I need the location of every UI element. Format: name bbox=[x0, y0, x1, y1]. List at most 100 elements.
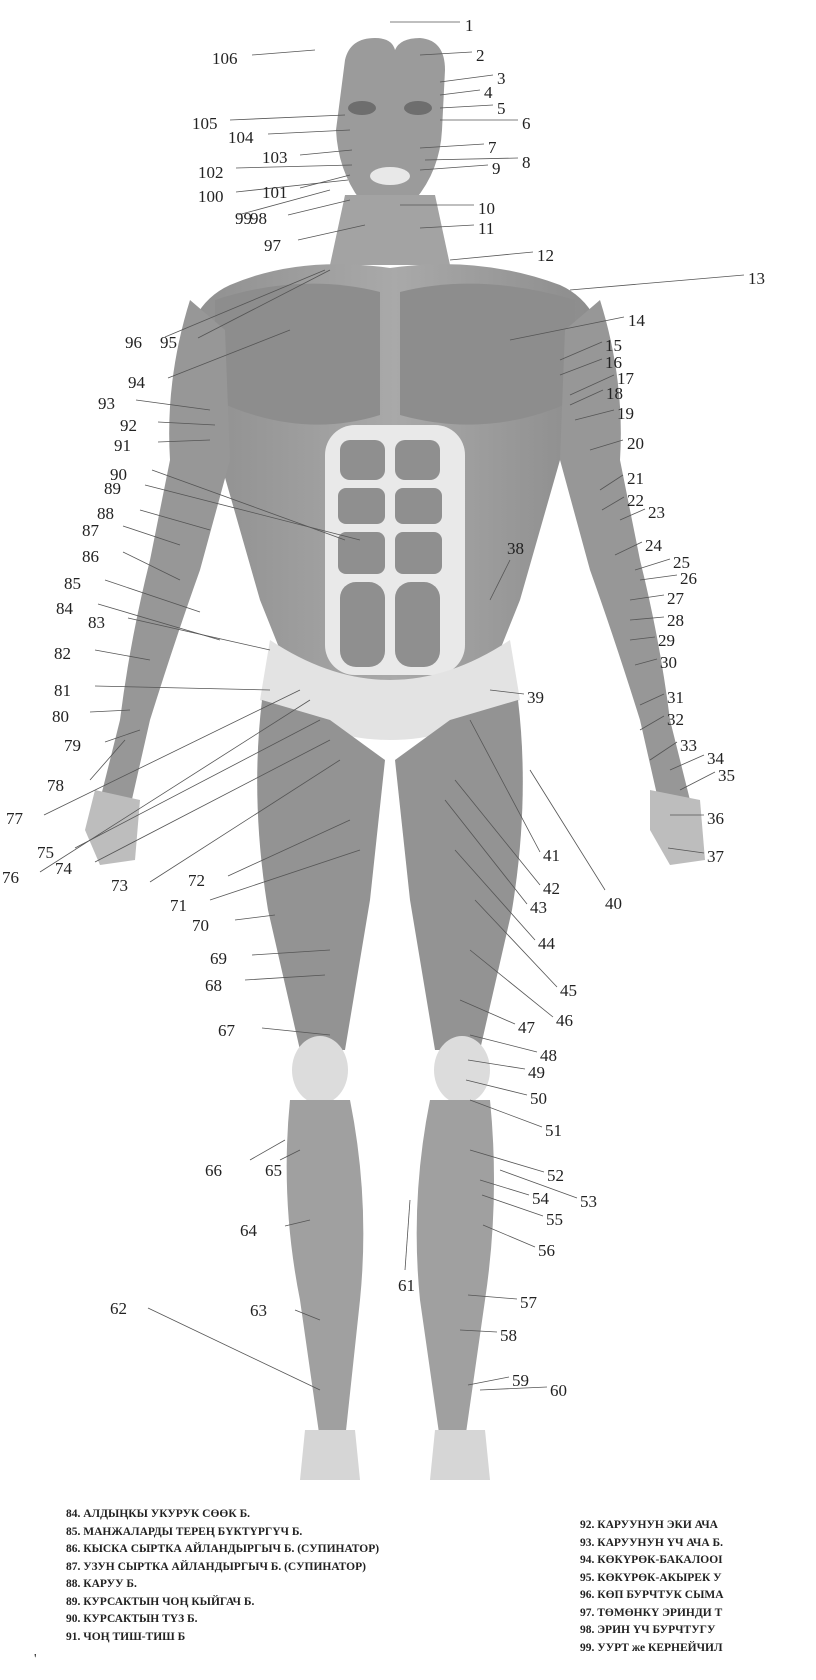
leader-line bbox=[440, 105, 493, 108]
label-number: 82 bbox=[54, 644, 71, 663]
stray-mark: ' bbox=[34, 1652, 37, 1668]
label-number: 12 bbox=[537, 246, 554, 265]
label-number: 74 bbox=[55, 859, 73, 878]
label-number: 23 bbox=[648, 503, 665, 522]
leader-line bbox=[440, 75, 493, 82]
label-number: 62 bbox=[110, 1299, 127, 1318]
legend-entry: 99. УУРТ же КЕРНЕЙЧИЛ bbox=[580, 1640, 724, 1658]
pectoral-right bbox=[400, 284, 575, 425]
neck bbox=[330, 195, 450, 265]
label-number: 47 bbox=[518, 1018, 536, 1037]
legend-entry: 85. МАНЖАЛАРДЫ ТЕРЕҢ БҮКТҮРГҮЧ Б. bbox=[66, 1524, 379, 1542]
legend-entry: 92. КАРУУНУН ЭКИ АЧА bbox=[580, 1517, 724, 1535]
legend-entry: 97. ТӨМӨНКҮ ЭРИНДИ Т bbox=[580, 1605, 724, 1623]
label-number: 93 bbox=[98, 394, 115, 413]
leader-line bbox=[148, 1308, 320, 1390]
label-number: 41 bbox=[543, 846, 560, 865]
label-number: 88 bbox=[97, 504, 114, 523]
label-number: 56 bbox=[538, 1241, 555, 1260]
label-number: 100 bbox=[198, 187, 224, 206]
label-number: 87 bbox=[82, 521, 100, 540]
label-number: 42 bbox=[543, 879, 560, 898]
leader-line bbox=[450, 252, 533, 260]
label-number: 44 bbox=[538, 934, 556, 953]
head bbox=[336, 38, 445, 215]
label-number: 86 bbox=[82, 547, 99, 566]
label-number: 40 bbox=[605, 894, 622, 913]
legend-right-column: 92. КАРУУНУН ЭКИ АЧА93. КАРУУНУН ҮЧ АЧА … bbox=[580, 1517, 724, 1657]
label-number: 85 bbox=[64, 574, 81, 593]
label-number: 61 bbox=[398, 1276, 415, 1295]
leader-line bbox=[640, 575, 677, 580]
legend-entry: 94. КӨКҮРӨК-БАКАЛООІ bbox=[580, 1552, 724, 1570]
label-number: 50 bbox=[530, 1089, 547, 1108]
label-number: 53 bbox=[580, 1192, 597, 1211]
label-number: 96 bbox=[125, 333, 142, 352]
label-number: 21 bbox=[627, 469, 644, 488]
label-number: 91 bbox=[114, 436, 131, 455]
label-number: 99 bbox=[235, 209, 252, 228]
label-number: 75 bbox=[37, 843, 54, 862]
label-number: 9 bbox=[492, 159, 501, 178]
label-number: 11 bbox=[478, 219, 494, 238]
legend-entry: 88. КАРУУ Б. bbox=[66, 1576, 379, 1594]
leader-line bbox=[530, 770, 605, 890]
label-number: 18 bbox=[606, 384, 623, 403]
muscle-body-illustration bbox=[85, 38, 705, 1480]
leader-line bbox=[250, 1140, 285, 1160]
label-number: 51 bbox=[545, 1121, 562, 1140]
label-number: 65 bbox=[265, 1161, 282, 1180]
label-number: 7 bbox=[488, 138, 497, 157]
label-number: 92 bbox=[120, 416, 137, 435]
label-number: 37 bbox=[707, 847, 725, 866]
label-number: 49 bbox=[528, 1063, 545, 1082]
label-number: 20 bbox=[627, 434, 644, 453]
label-number: 4 bbox=[484, 83, 493, 102]
leader-line bbox=[236, 180, 348, 192]
hand-left bbox=[85, 790, 140, 865]
label-number: 101 bbox=[262, 183, 288, 202]
knee-right bbox=[434, 1036, 490, 1104]
label-number: 39 bbox=[527, 688, 544, 707]
label-number: 68 bbox=[205, 976, 222, 995]
label-number: 45 bbox=[560, 981, 577, 1000]
label-number: 29 bbox=[658, 631, 675, 650]
label-number: 78 bbox=[47, 776, 64, 795]
label-number: 5 bbox=[497, 99, 506, 118]
label-number: 79 bbox=[64, 736, 81, 755]
label-number: 13 bbox=[748, 269, 765, 288]
label-number: 24 bbox=[645, 536, 663, 555]
leader-line bbox=[425, 158, 518, 160]
label-number: 8 bbox=[522, 153, 531, 172]
label-number: 57 bbox=[520, 1293, 538, 1312]
leader-line bbox=[288, 200, 350, 215]
thigh-left bbox=[257, 700, 385, 1050]
legend-entry: 93. КАРУУНУН ҮЧ АЧА Б. bbox=[580, 1535, 724, 1553]
legend-entry: 86. КЫСКА СЫРТКА АЙЛАНДЫРГЫЧ Б. (СУПИНАТ… bbox=[66, 1541, 379, 1559]
label-number: 38 bbox=[507, 539, 524, 558]
anatomy-figure: 1234567891011121314151617181920212223242… bbox=[0, 0, 816, 1510]
label-number: 102 bbox=[198, 163, 224, 182]
label-number: 80 bbox=[52, 707, 69, 726]
label-number: 30 bbox=[660, 653, 677, 672]
label-number: 83 bbox=[88, 613, 105, 632]
label-number: 3 bbox=[497, 69, 506, 88]
leader-line bbox=[95, 686, 270, 690]
label-number: 95 bbox=[160, 333, 177, 352]
leader-line bbox=[570, 275, 744, 290]
label-number: 60 bbox=[550, 1381, 567, 1400]
label-number: 69 bbox=[210, 949, 227, 968]
label-number: 27 bbox=[667, 589, 685, 608]
label-number: 6 bbox=[522, 114, 531, 133]
label-number: 26 bbox=[680, 569, 697, 588]
label-number: 1 bbox=[465, 16, 474, 35]
eye-left bbox=[348, 101, 376, 115]
label-number: 76 bbox=[2, 868, 19, 887]
label-number: 72 bbox=[188, 871, 205, 890]
label-number: 98 bbox=[250, 209, 267, 228]
legend-entry: 89. КУРСАКТЫН ЧОҢ КЫЙГАЧ Б. bbox=[66, 1594, 379, 1612]
label-number: 35 bbox=[718, 766, 735, 785]
label-number: 103 bbox=[262, 148, 288, 167]
label-number: 19 bbox=[617, 404, 634, 423]
label-number: 28 bbox=[667, 611, 684, 630]
